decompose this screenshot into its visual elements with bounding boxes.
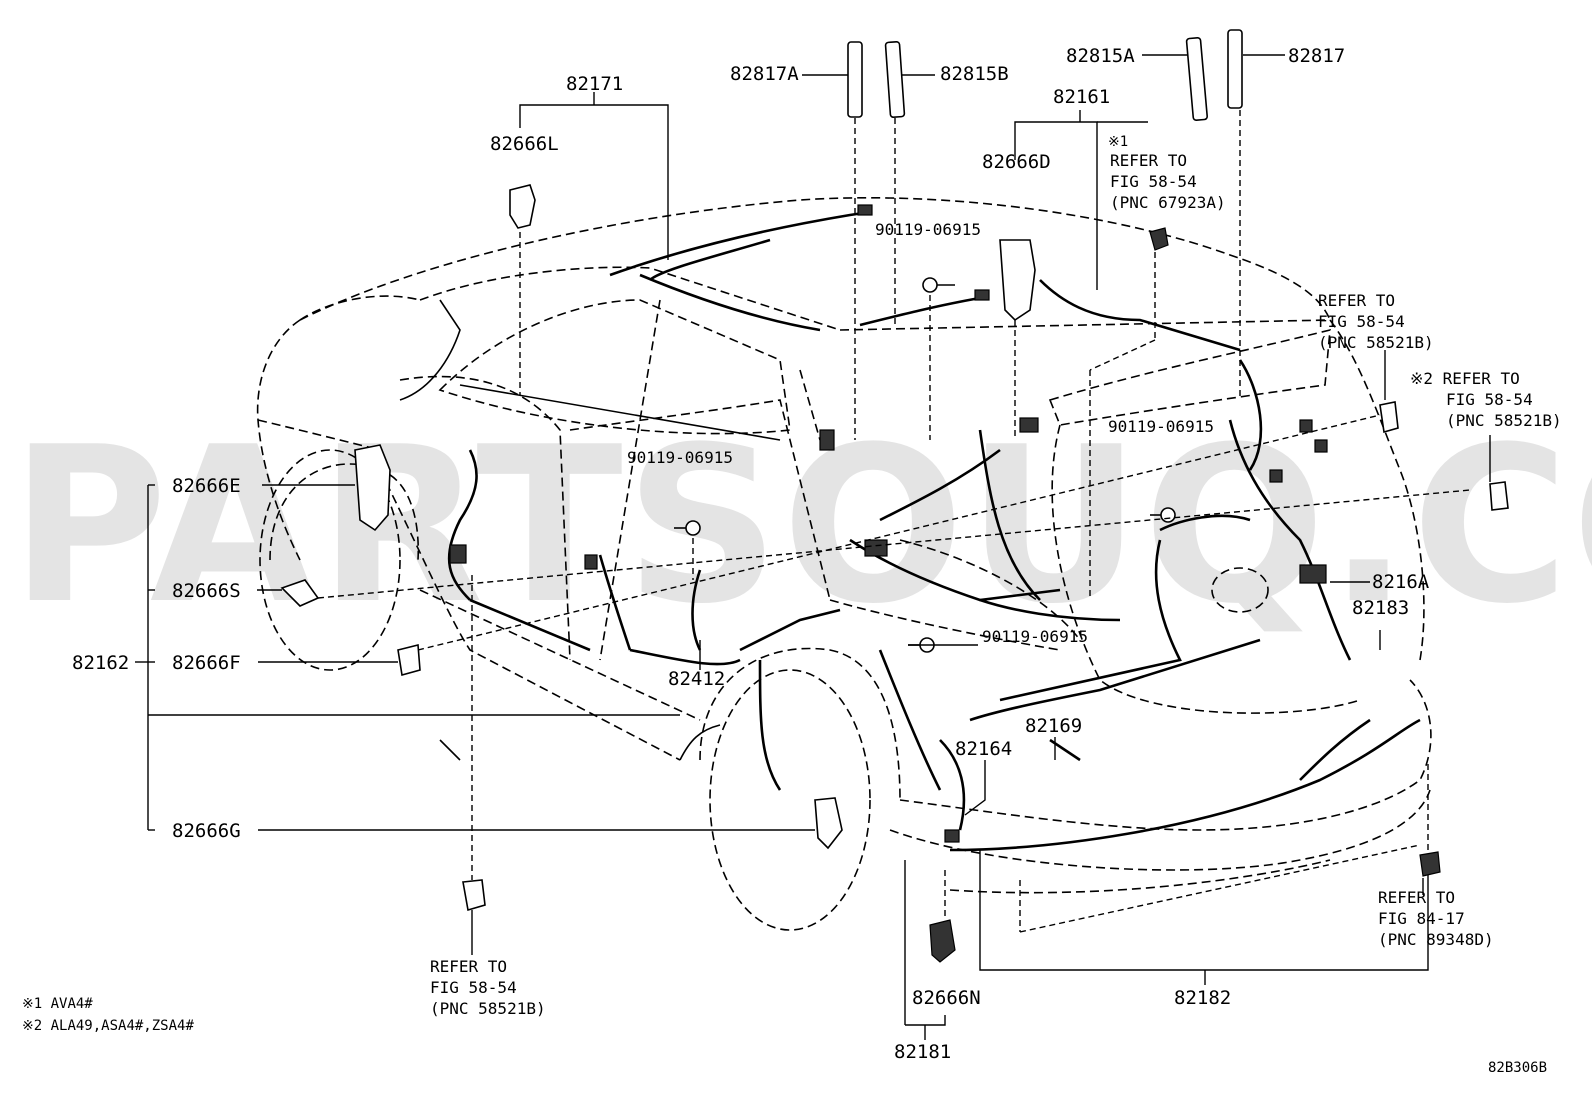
vehicle-body [256,196,1432,931]
reference-58521B-lower: REFER TO FIG 58-54 (PNC 58521B) [430,957,546,1018]
svg-text:REFER TO: REFER TO [1110,151,1187,170]
bolt-icon [922,277,955,293]
clip-82666F [397,643,421,677]
reference-89348D: REFER TO FIG 84-17 (PNC 89348D) [1378,888,1494,949]
label-82666D: 82666D [982,151,1051,173]
svg-text:(PNC 89348D): (PNC 89348D) [1378,930,1494,949]
connector-58521B-upper [1379,401,1399,434]
svg-text:REFER TO: REFER TO [1318,291,1395,310]
label-82666L: 82666L [490,133,559,155]
label-90119-06915-center: 90119-06915 [982,627,1088,646]
svg-text:(PNC 67923A): (PNC 67923A) [1110,193,1226,212]
connector-58521B-lower [462,879,486,912]
label-82171: 82171 [566,73,623,95]
connector-58521B-right [1489,481,1509,511]
label-82183: 82183 [1352,597,1409,619]
bracket-82666D [999,239,1036,322]
svg-text:REFER TO: REFER TO [1378,888,1455,907]
svg-text:(PNC 58521B): (PNC 58521B) [1446,411,1562,430]
figure-code: 82B306B [1488,1060,1547,1076]
svg-text:※1: ※1 [1108,134,1128,150]
strip-82815B [884,41,906,118]
bolt-icon [674,520,701,536]
vehicle-body-solid [399,299,781,761]
svg-text:(PNC 58521B): (PNC 58521B) [1318,333,1434,352]
bracket-82666E [354,444,391,532]
strip-82817 [1227,29,1243,109]
label-82181: 82181 [894,1041,951,1063]
label-82412: 82412 [668,668,725,690]
clamp-82666L [509,184,536,229]
svg-text:FIG 58-54: FIG 58-54 [430,978,517,997]
svg-text:(PNC 58521B): (PNC 58521B) [430,999,546,1018]
label-82164: 82164 [955,738,1012,760]
strip-82817A [847,41,863,118]
label-82182: 82182 [1174,987,1231,1009]
leader-lines [135,54,1491,1040]
footnote-1: ※1 AVA4# [22,996,93,1012]
label-82666N: 82666N [912,987,981,1009]
wire-harness [447,210,1421,852]
label-8216A: 8216A [1372,571,1430,593]
reference-58521B-right: ※2 REFER TO FIG 58-54 (PNC 58521B) [1410,369,1562,430]
connector-67923A [1149,227,1169,251]
footnote-2: ※2 ALA49,ASA4#,ZSA4# [22,1018,194,1034]
label-82817A: 82817A [730,63,799,85]
label-82169: 82169 [1025,715,1082,737]
strip-82815A [1185,36,1209,122]
svg-text:REFER TO: REFER TO [430,957,507,976]
bracket-82666N [929,919,956,963]
svg-text:FIG 58-54: FIG 58-54 [1110,172,1197,191]
label-90119-06915-top: 90119-06915 [875,220,981,239]
label-90119-06915-right: 90119-06915 [1108,417,1214,436]
label-82161: 82161 [1053,86,1110,108]
reference-58521B-upper: REFER TO FIG 58-54 (PNC 58521B) [1318,291,1434,352]
label-82162: 82162 [72,652,129,674]
svg-text:FIG 84-17: FIG 84-17 [1378,909,1465,928]
label-82666G: 82666G [172,820,241,842]
label-82666F: 82666F [172,652,241,674]
label-82817: 82817 [1288,45,1345,67]
svg-text:FIG 58-54: FIG 58-54 [1318,312,1405,331]
footnotes: ※1 AVA4# ※2 ALA49,ASA4#,ZSA4# [22,996,194,1034]
parts [280,29,1509,963]
label-82666S: 82666S [172,580,241,602]
label-82666E: 82666E [172,475,241,497]
label-82815B: 82815B [940,63,1009,85]
bracket-82666G [814,797,843,850]
label-82815A: 82815A [1066,45,1135,67]
svg-text:FIG 58-54: FIG 58-54 [1446,390,1533,409]
svg-text:※2 REFER TO: ※2 REFER TO [1410,369,1520,388]
label-90119-06915-left: 90119-06915 [627,448,733,467]
part-labels: 82171 82666L 82817A 82815B 82815A 82817 … [72,45,1430,1063]
connector-89348D [1419,851,1441,877]
reference-67923A: ※1 REFER TO FIG 58-54 (PNC 67923A) [1108,134,1226,212]
